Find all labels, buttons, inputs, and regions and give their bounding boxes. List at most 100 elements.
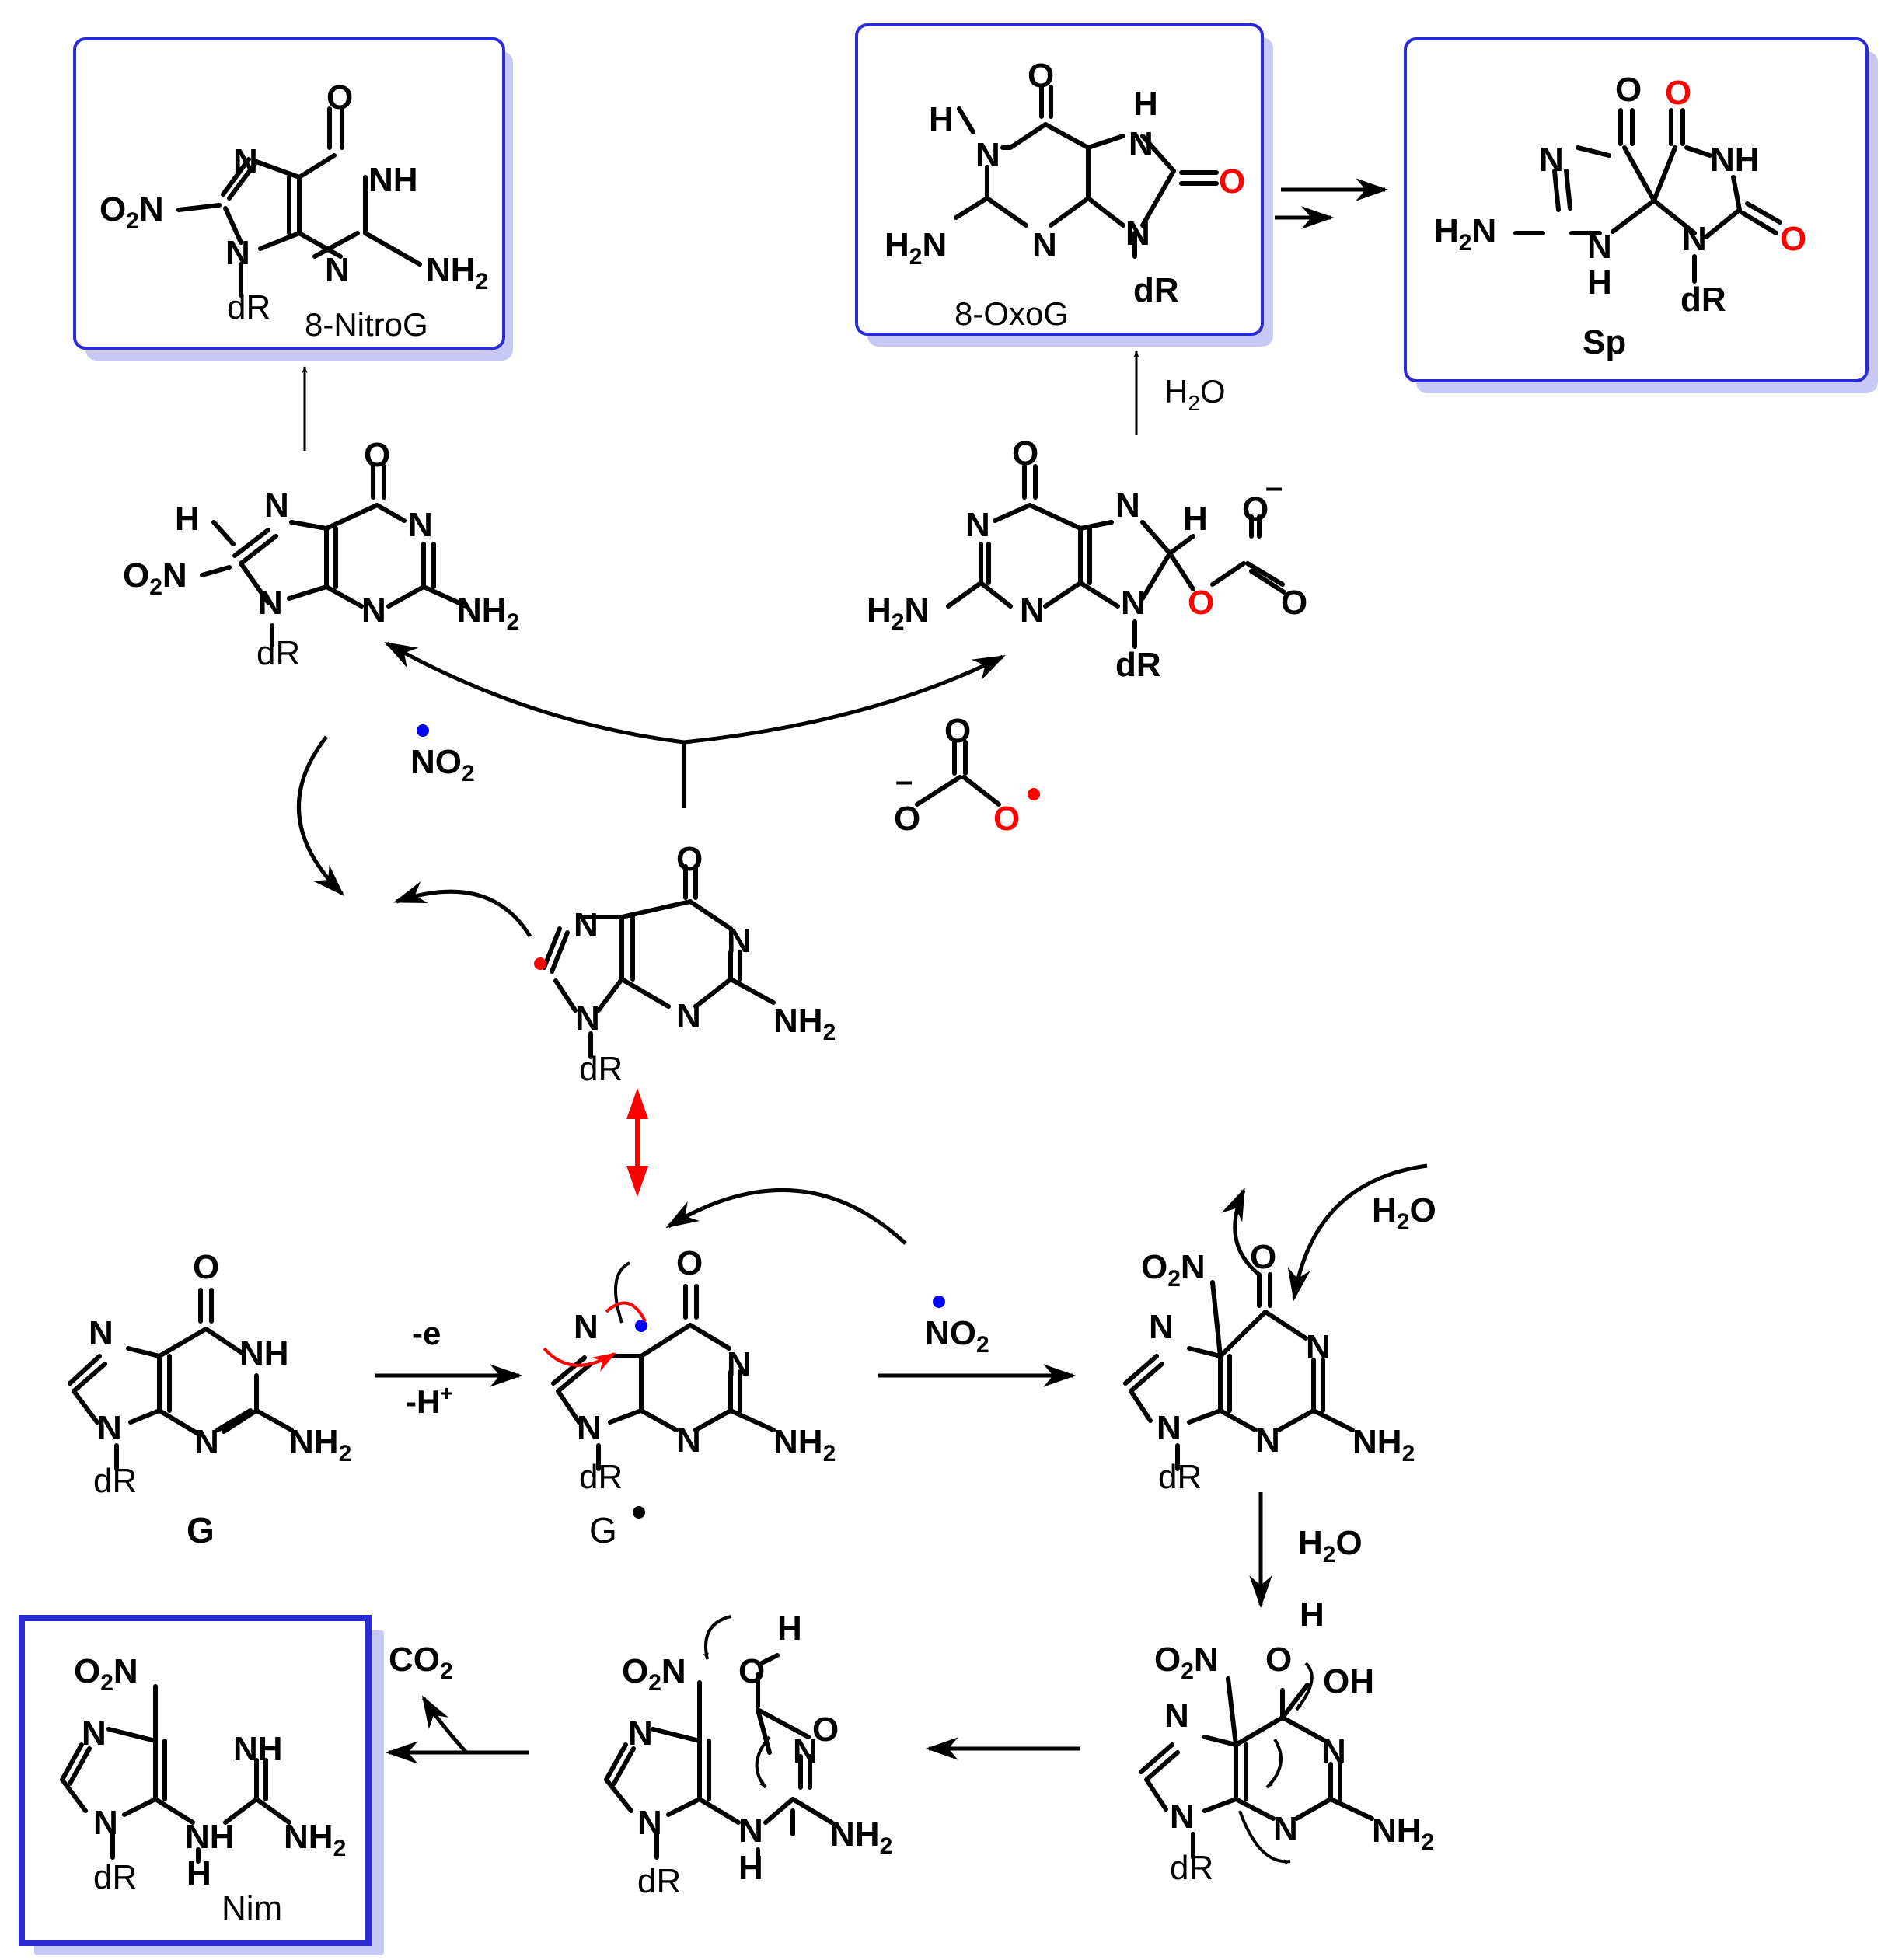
molecule-8-oxoG: O H N H N N N O H2N dR 8-OxoG bbox=[885, 57, 1245, 332]
atom-H: H bbox=[777, 1610, 802, 1648]
atom-O-red: O bbox=[993, 800, 1020, 838]
atom-H: H bbox=[929, 100, 954, 138]
atom-O: O bbox=[944, 712, 971, 750]
atom-NH2: NH2 bbox=[1372, 1812, 1434, 1855]
box-nim bbox=[19, 1615, 384, 1955]
atom-NH: NH bbox=[1710, 141, 1760, 179]
atom-N: N bbox=[738, 1812, 763, 1850]
arrow-co2-loss bbox=[421, 1695, 468, 1754]
molecule-hydrate: H O OH O2N N N N N NH2 dR bbox=[1139, 1596, 1434, 1887]
label-nim: Nim bbox=[222, 1889, 282, 1927]
atom-N: N bbox=[1587, 228, 1612, 266]
atom-H2N: H2N bbox=[867, 591, 929, 635]
atom-O-red: O bbox=[1780, 220, 1806, 258]
atom-H: H bbox=[1133, 85, 1158, 123]
atom-H2N: H2N bbox=[1434, 212, 1496, 256]
molecule-carbonate-intermediate: O N N H O – O O N N H2N dR bbox=[867, 434, 1307, 684]
box-sp bbox=[1404, 37, 1878, 393]
molecule-G-radical: O N N N N NH2 dR G bbox=[543, 1244, 836, 1550]
radical-dot-red bbox=[534, 957, 546, 970]
atom-N: N bbox=[264, 487, 289, 525]
atom-O-red: O bbox=[1188, 584, 1214, 622]
atom-H: H bbox=[738, 1849, 763, 1887]
atom-O: O bbox=[1250, 1238, 1276, 1276]
atom-N: N bbox=[628, 1714, 653, 1752]
molecule-G: O NH N N N NH2 dR G bbox=[68, 1248, 351, 1550]
atom-N: N bbox=[1020, 591, 1045, 630]
arrow-to-nitro-intermediate bbox=[384, 641, 685, 745]
atom-N: N bbox=[1539, 141, 1564, 179]
radical-dot-black bbox=[633, 1506, 645, 1519]
label-G-radical: G bbox=[589, 1510, 617, 1550]
atom-N: N bbox=[1115, 487, 1140, 525]
atom-dR: dR bbox=[1158, 1458, 1202, 1496]
label-8-oxoG: 8-OxoG bbox=[954, 295, 1069, 332]
atom-NH2: NH2 bbox=[773, 1423, 836, 1467]
atom-N: N bbox=[975, 136, 1000, 174]
atom-NH2: NH2 bbox=[1352, 1423, 1415, 1467]
molecule-8-nitroG: O NH N N N NH2 O2N dR 8-NitroG bbox=[99, 78, 488, 343]
atom-OH: OH bbox=[1323, 1662, 1374, 1700]
atom-NH2: NH2 bbox=[773, 1002, 836, 1045]
atom-O: O bbox=[364, 436, 390, 474]
atom-O-red: O bbox=[1665, 74, 1691, 112]
label-G: G bbox=[187, 1510, 215, 1550]
atom-O-red: O bbox=[1219, 162, 1245, 201]
label-sp: Sp bbox=[1583, 323, 1626, 361]
atom-dR: dR bbox=[637, 1862, 681, 1900]
resonance-arrow bbox=[626, 1088, 648, 1197]
atom-NH: NH bbox=[368, 161, 418, 199]
atom-N: N bbox=[1321, 1732, 1346, 1770]
molecule-sp: O O N NH N H N O H2N dR Sp bbox=[1434, 71, 1806, 361]
atom-H: H bbox=[1300, 1596, 1324, 1634]
atom-O: O bbox=[1242, 490, 1269, 528]
label-minus-H: -H+ bbox=[406, 1381, 453, 1420]
radical-dot-blue bbox=[417, 724, 429, 737]
atom-N: N bbox=[1129, 125, 1153, 163]
atom-N: N bbox=[194, 1423, 219, 1461]
reagent-carbonate-radical: O O – O bbox=[894, 712, 1040, 838]
curved-arrow-NO2-attack bbox=[665, 1188, 907, 1245]
atom-O: O bbox=[676, 840, 703, 878]
atom-O: O bbox=[1028, 57, 1054, 95]
atom-N: N bbox=[574, 1308, 598, 1346]
atom-N: N bbox=[233, 142, 258, 180]
atom-N: N bbox=[1125, 214, 1150, 253]
atom-N: N bbox=[793, 1732, 818, 1770]
molecule-8-nitro-intermediate: O N N N N H O2N NH2 dR bbox=[123, 436, 519, 672]
atom-N: N bbox=[574, 906, 598, 944]
atom-O: O bbox=[1615, 71, 1642, 109]
atom-N: N bbox=[637, 1804, 662, 1842]
atom-O: O bbox=[1265, 1641, 1292, 1679]
atom-N: N bbox=[676, 997, 701, 1035]
atom-N: N bbox=[93, 1804, 118, 1842]
atom-dR: dR bbox=[1115, 646, 1161, 684]
atom-dR: dR bbox=[256, 634, 300, 672]
label-water-2: H2O bbox=[1372, 1191, 1436, 1235]
atom-NH2: NH2 bbox=[830, 1815, 892, 1859]
atom-dR: dR bbox=[579, 1050, 623, 1088]
atom-O: O bbox=[812, 1711, 839, 1749]
box-oxoG bbox=[855, 23, 1273, 347]
atom-N: N bbox=[97, 1409, 122, 1447]
atom-H: H bbox=[1183, 500, 1208, 538]
atom-N: N bbox=[325, 251, 350, 289]
atom-NH2: NH2 bbox=[426, 251, 488, 295]
atom-N: N bbox=[727, 922, 752, 960]
atom-O: O bbox=[676, 1244, 703, 1282]
arrow-to-carbonate-intermediate bbox=[683, 654, 1006, 745]
label-CO2: CO2 bbox=[389, 1641, 453, 1684]
atom-H: H bbox=[175, 500, 200, 538]
atom-O2N: O2N bbox=[123, 556, 187, 600]
atom-N: N bbox=[1170, 1798, 1195, 1836]
atom-H2N: H2N bbox=[885, 226, 947, 270]
molecule-C5-adduct: O O2N N N N N NH2 dR bbox=[1123, 1163, 1428, 1496]
atom-NH: NH bbox=[239, 1334, 289, 1372]
reagent-NO2: NO2 bbox=[925, 1314, 989, 1358]
atom-N: N bbox=[258, 584, 283, 622]
atom-N: N bbox=[1306, 1328, 1331, 1366]
atom-N: N bbox=[1682, 220, 1707, 258]
atom-N: N bbox=[1032, 226, 1057, 264]
atom-N: N bbox=[965, 506, 990, 544]
